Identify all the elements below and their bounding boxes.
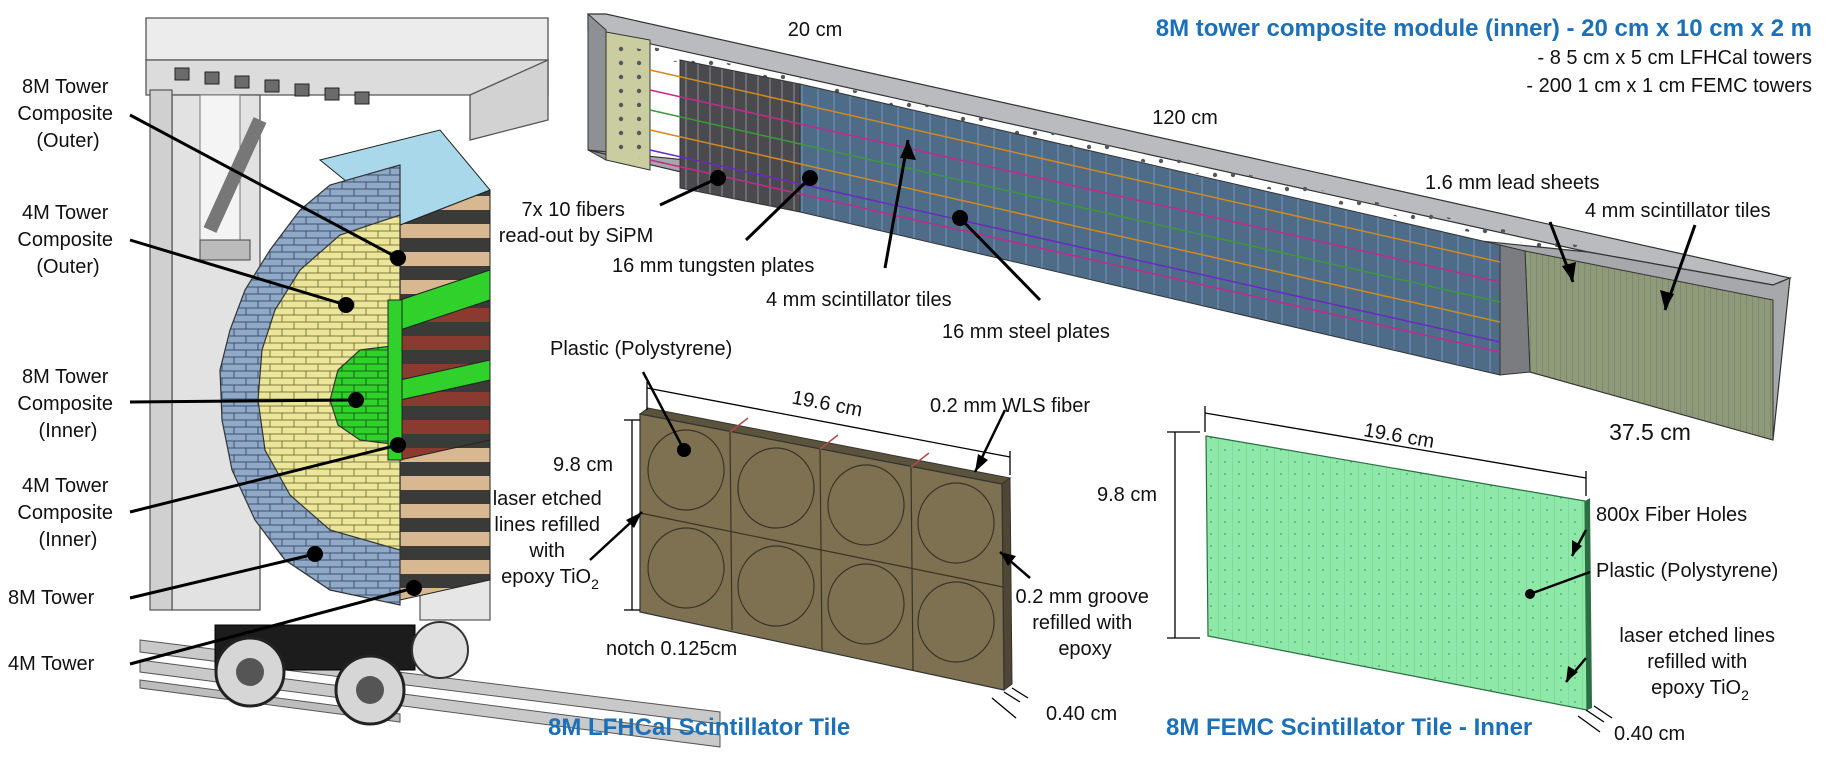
label-4m-tower: 4M Tower [8, 653, 95, 675]
fibers-label-l2: read-out by SiPM [499, 225, 654, 247]
label-8m-inner-l1: 8M Tower [22, 366, 109, 388]
label-4m-inner-l2: Composite [17, 502, 113, 524]
label-4m-outer-l3: (Outer) [36, 256, 99, 278]
svg-text:laser etched lines refil: laser etched lines refilled with epoxy T… [493, 488, 608, 592]
lfhcal-etched-l1: laser etched [493, 488, 602, 510]
femc-etched-l2: refilled with [1647, 651, 1747, 673]
label-8m-inner-l2: Composite [17, 393, 113, 415]
femc-width-label: 19.6 cm [1362, 419, 1436, 453]
scint-label: 4 mm scintillator tiles [766, 289, 952, 311]
femc-material-label: Plastic (Polystyrene) [1596, 560, 1778, 582]
module-title: 8M tower composite module (inner) - 20 c… [1156, 15, 1812, 42]
lfhcal-groove-l2: refilled with [1032, 612, 1132, 634]
module-back-wall [587, 12, 607, 161]
femc-caption: 8M FEMC Scintillator Tile - Inner [1166, 714, 1532, 741]
label-4m-inner-l3: (Inner) [39, 529, 98, 551]
module-width-label: 20 cm [788, 19, 842, 41]
femc-tile-side-edge [1585, 498, 1592, 710]
lfhcal-groove-l3: epoxy [1058, 638, 1111, 660]
lfhcal-etched-l2: lines refilled [494, 514, 600, 536]
femc-tile-face [1205, 435, 1588, 711]
label-4m-inner-l1: 4M Tower [22, 475, 109, 497]
femc-thickness-label: 0.40 cm [1614, 723, 1685, 745]
label-4m-outer-l1: 4M Tower [22, 202, 109, 224]
femc-etched-l3: epoxy TiO [1651, 677, 1741, 699]
svg-text:7x 10 fibers read-out by: 7x 10 fibers read-out by SiPM [499, 199, 654, 247]
lfhcal-material-label: Plastic (Polystyrene) [550, 338, 732, 360]
lfhcal-notch-label: notch 0.125cm [606, 638, 737, 660]
femc-tile: 19.6 cm 9.8 cm 800x Fiber Holes Plastic … [1097, 406, 1780, 745]
scint-end-label: 4 mm scintillator tiles [1585, 200, 1771, 222]
femc-height-label: 9.8 cm [1097, 484, 1157, 506]
lfhcal-etched-l3: with [528, 540, 565, 562]
lfhcal-thickness-label: 0.40 cm [1046, 703, 1117, 725]
lfhcal-etched-l4: epoxy TiO [501, 566, 591, 588]
svg-text:4M Tower Composite: 4M Tower Composite (Inner) [17, 475, 118, 551]
lfhcal-height-label: 9.8 cm [553, 454, 613, 476]
fiber-lines [649, 69, 1501, 353]
svg-text:4M Tower Composite: 4M Tower Composite (Outer) [17, 202, 118, 278]
femc-holes-label: 800x Fiber Holes [1596, 504, 1747, 526]
module-line1: - 8 5 cm x 5 cm LFHCal towers [1537, 47, 1812, 69]
support-frame [145, 17, 549, 621]
tower-front-face [219, 164, 403, 606]
tungsten-label: 16 mm tungsten plates [612, 255, 814, 277]
label-8m-outer-l3: (Outer) [36, 130, 99, 152]
mounting-bolts [174, 67, 370, 105]
lfhcal-tile-cells [639, 429, 1004, 671]
module-length-label: 120 cm [1152, 107, 1218, 129]
femc-etched-sub: 2 [1741, 687, 1749, 703]
module-line2: - 200 1 cm x 1 cm FEMC towers [1526, 75, 1812, 97]
femc-etched-l1: laser etched lines [1619, 625, 1775, 647]
svg-text:8M Tower Composite: 8M Tower Composite (Outer) [17, 76, 118, 152]
lfhcal-caption: 8M LFHCal Scintillator Tile [548, 714, 850, 741]
module-end-length-label: 37.5 cm [1609, 419, 1691, 445]
label-4m-outer-l2: Composite [17, 229, 113, 251]
svg-text:laser etched lines refil: laser etched lines refilled with epoxy T… [1619, 625, 1780, 703]
lfhcal-fiber-lines [729, 417, 930, 468]
lfhcal-tile: Plastic (Polystyrene) 19.6 cm 9.8 cm 0.2… [493, 338, 1155, 741]
lfhcal-fiber-label: 0.2 mm WLS fiber [930, 395, 1090, 417]
fibers-label-l1: 7x 10 fibers [522, 199, 625, 221]
label-8m-inner-l3: (Inner) [39, 420, 98, 442]
lfhcal-width-label: 19.6 cm [790, 387, 864, 422]
label-8m-tower: 8M Tower [8, 587, 95, 609]
lead-label: 1.6 mm lead sheets [1425, 172, 1600, 194]
inner-composite-band [387, 299, 403, 461]
detector-assembly: 8M Tower Composite (Outer) 4M Tower Comp… [8, 17, 721, 748]
composite-module: 20 cm 120 cm 37.5 cm 8M tower composite … [499, 12, 1812, 445]
svg-text:0.2 mm groove refilled w: 0.2 mm groove refilled with epoxy [1016, 586, 1155, 660]
lfhcal-groove-l1: 0.2 mm groove [1016, 586, 1149, 608]
steel-label: 16 mm steel plates [942, 321, 1110, 343]
tower-stack-side [318, 129, 491, 601]
label-8m-outer-l2: Composite [17, 103, 113, 125]
lfhcal-etched-sub: 2 [591, 576, 599, 592]
wheel-carriage [214, 621, 469, 726]
svg-text:8M Tower Composite: 8M Tower Composite (Inner) [17, 366, 118, 442]
label-8m-outer-l1: 8M Tower [22, 76, 109, 98]
